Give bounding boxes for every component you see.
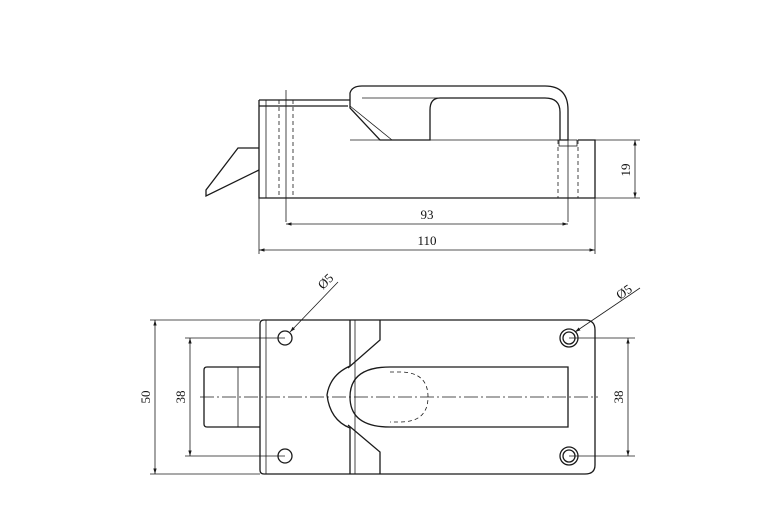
leader-hole-left <box>289 281 339 333</box>
side-handle <box>349 85 569 141</box>
side-view: 93 110 19 <box>205 85 640 254</box>
front-slot <box>349 366 569 428</box>
label-hole-right: Ø5 <box>613 281 635 302</box>
side-body-outline <box>258 99 596 199</box>
leader-hole-right <box>574 287 641 333</box>
front-bolt-housing-inner <box>347 320 381 474</box>
side-handle-bevel <box>349 105 393 141</box>
dim-label-50: 50 <box>138 391 153 404</box>
front-bolt-housing <box>326 320 351 474</box>
side-hole-right-counterbore <box>558 139 578 147</box>
front-view: Ø5 Ø5 50 38 38 <box>138 270 641 475</box>
dim-label-110: 110 <box>417 233 436 248</box>
label-hole-left: Ø5 <box>315 270 337 292</box>
dim-label-93: 93 <box>421 207 434 222</box>
side-bolt-tip <box>205 147 260 198</box>
dim-label-38-right: 38 <box>611 391 626 404</box>
dim-label-38-left: 38 <box>173 391 188 404</box>
front-base-plate <box>259 319 596 475</box>
dim-label-19: 19 <box>618 164 633 177</box>
